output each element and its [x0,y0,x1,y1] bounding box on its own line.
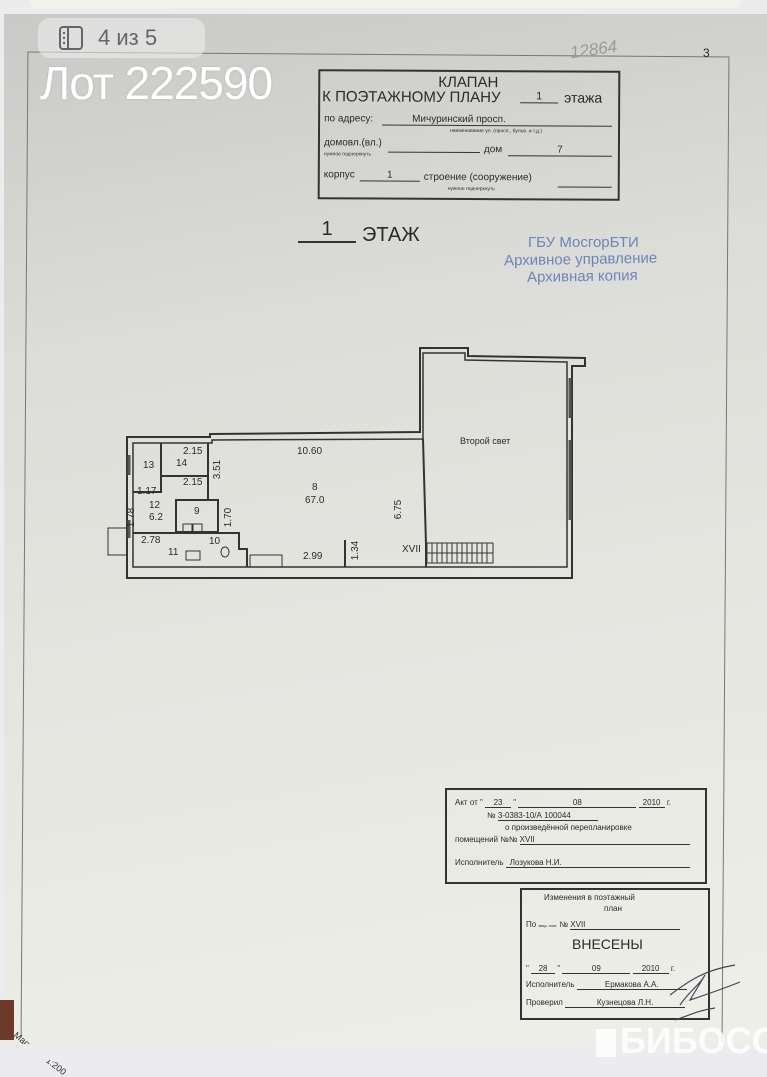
changes-no-value: XVII [570,920,681,930]
act-executor-value: Лозукова Н.И. [505,858,690,868]
act-year-suffix: г. [666,798,671,807]
plan-inner-wall [132,352,568,568]
act-year: 2010 [638,798,665,808]
changes-day: 28 [531,964,556,974]
bottom-bar [0,1044,767,1060]
dim-label: 3.51 [212,459,224,480]
bibos-logo-icon [596,1029,616,1058]
floor-label: ЭТАЖ [362,224,420,246]
room-13: 13 [143,460,155,471]
dim-label: 1.34 [350,540,362,561]
dim-label: 10.60 [297,446,323,457]
po-label: По [526,920,537,929]
dim-label: 1.17 [137,486,157,497]
plan-outer-wall [126,347,586,579]
po-small: квар. пом. [538,923,558,928]
room-9: 9 [194,506,200,517]
page-number: 3 [703,46,710,60]
room-8: 8 [312,482,318,493]
changes-no-label: № [559,920,569,929]
changes-month: 09 [562,964,631,974]
signature [669,964,741,1021]
area-label: 6.2 [149,512,163,523]
changes-title: Изменения в поэтажный [544,893,635,902]
dim-label: 2.15 [183,477,203,488]
entry-porch [107,527,128,556]
checked-label: Проверил [526,998,563,1007]
wall-14 [161,443,209,500]
act-box: Акт от " 23 " 08 2010 г. № 3-0383-10/А 1… [445,788,707,884]
room-10: 10 [209,536,221,547]
dim-label: 1.78 [126,507,138,528]
toilet [220,546,230,558]
changes-status: ВНЕСЕНЫ [572,936,643,952]
act-rooms-value: XVII [519,835,690,845]
wall-11 [133,532,248,567]
changes-year-suffix: г. [670,964,675,973]
act-day: 23 [485,798,512,808]
sink [249,554,283,567]
previous-image-strip [30,0,740,8]
staircase [426,542,494,564]
dim-label: 6.75 [393,499,405,520]
act-rooms-label: помещений №№ [455,835,518,844]
fixture [192,523,203,533]
bibos-watermark: БИБОСС [596,1020,767,1062]
changes-year: 2010 [632,964,669,974]
changes-title-2: план [604,904,622,913]
changes-executor-value: Ермакова А.А. [576,980,687,990]
windows [127,378,572,538]
room-14: 14 [176,458,188,469]
fixture [182,523,193,533]
dim-label: 2.99 [303,551,323,562]
archive-stamp-line: ГБУ МосгорБТИ [528,234,639,251]
wall-second-light [422,438,427,567]
second-light-label: Второй свет [460,436,511,446]
changes-executor-label: Исполнитель [526,980,575,989]
dim-label: 2.15 [183,446,203,457]
fixture [185,550,201,561]
act-about: о произведённой перепланировке [505,823,632,832]
act-no-value: 3-0383-10/А 100044 [497,811,598,821]
act-label: Акт от [455,798,478,807]
table-edge [0,1000,14,1040]
floor-number: 1 [298,218,356,243]
checked-value: Кузнецова Л.Н. [565,998,686,1008]
room-11: 11 [168,547,179,558]
image-counter: 4 из 5 [98,25,158,50]
act-no-label: № [487,811,496,820]
gallery-icon [59,26,83,50]
lot-title: Лот 222590 [40,57,273,109]
act-executor-label: Исполнитель [455,858,504,867]
premises-number: XVII [402,544,421,555]
document-photo [4,14,767,1044]
dim-label: 2.78 [141,535,161,546]
image-counter-badge[interactable]: 4 из 5 [38,18,205,58]
changes-box: Изменения в поэтажный план По квар. пом.… [520,888,710,1020]
dim-label: 1.70 [223,507,235,528]
watermark-text: БИБОСС [620,1020,767,1061]
room-12: 12 [149,500,161,511]
area-label: 67.0 [305,495,325,506]
act-month: 08 [518,798,637,808]
wall-13 [133,443,162,493]
